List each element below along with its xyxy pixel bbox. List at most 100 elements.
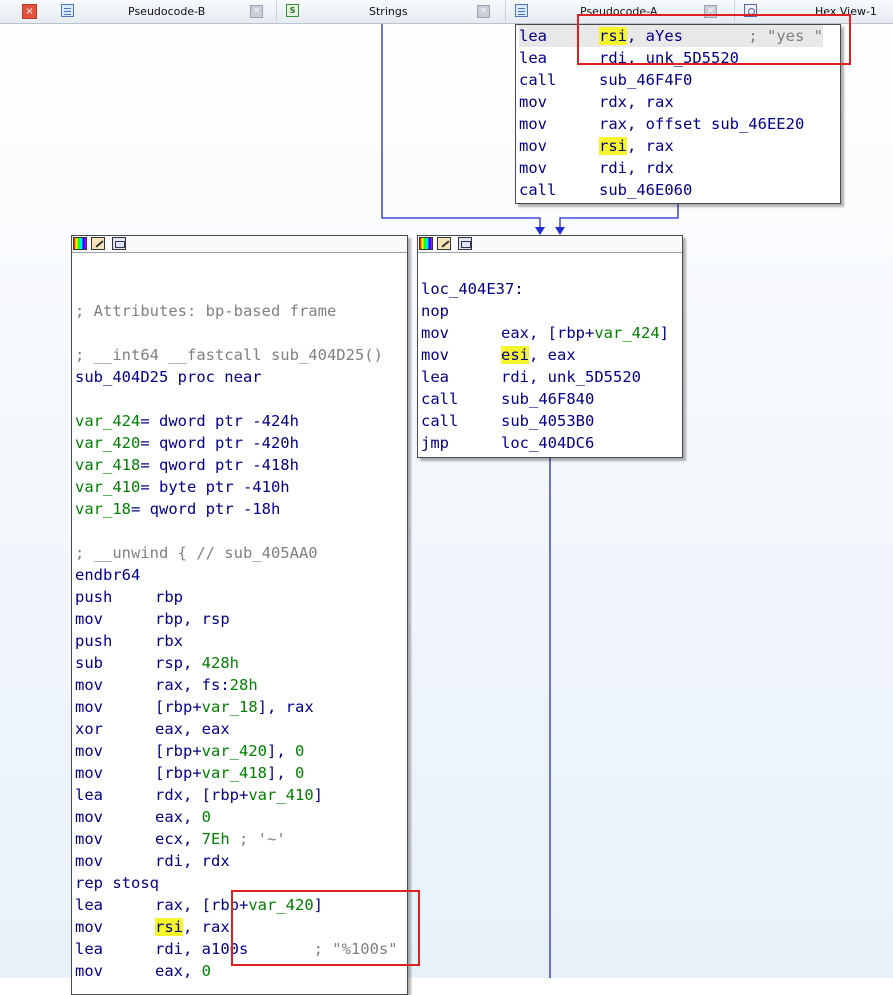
asm-line[interactable]: mov[rbp+var_418], 0 [75, 762, 398, 784]
asm-line[interactable] [75, 520, 398, 542]
asm-comment: ; __unwind { // sub_405AA0 [75, 544, 318, 562]
asm-operand-highlighted: esi [501, 346, 529, 364]
asm-line[interactable]: nop [421, 300, 669, 322]
doc-icon [61, 4, 74, 17]
asm-line[interactable]: ; __unwind { // sub_405AA0 [75, 542, 398, 564]
asm-line[interactable] [75, 322, 398, 344]
rename-pencil-icon[interactable] [91, 237, 105, 250]
asm-mnemonic: mov [421, 346, 449, 364]
edge-top-to-loc [559, 204, 679, 229]
asm-operand: , aYes [627, 27, 749, 45]
code-block-sub-404d25[interactable]: ; Attributes: bp-based frame ; __int64 __… [71, 235, 408, 995]
asm-line[interactable] [421, 256, 669, 278]
asm-line[interactable]: rep stosq [75, 872, 398, 894]
tab-strings[interactable]: S Strings × [277, 0, 506, 22]
asm-operand: rax, fs: [155, 676, 230, 694]
asm-operand: ], [267, 764, 295, 782]
graph-view-icon[interactable] [112, 237, 126, 250]
asm-text: = qword ptr -420h [140, 434, 299, 452]
asm-variable: 0 [295, 764, 305, 782]
asm-line[interactable] [75, 278, 398, 300]
asm-operand: rdi, unk_5D5520 [501, 368, 641, 386]
asm-operand: rbp, rsp [155, 610, 230, 628]
edge-arrowhead [555, 227, 565, 235]
asm-operand: ] [313, 896, 323, 914]
asm-comment: ; Attributes: bp-based frame [75, 302, 337, 320]
asm-operand: rax, offset sub_46EE20 [599, 115, 805, 133]
asm-operand: rdi, rdx [599, 159, 674, 177]
close-icon[interactable]: × [477, 5, 490, 18]
asm-line[interactable]: var_420= qword ptr -420h [75, 432, 398, 454]
rename-pencil-icon[interactable] [437, 237, 451, 250]
asm-line[interactable]: var_418= qword ptr -418h [75, 454, 398, 476]
asm-line[interactable]: mov[rbp+var_18], rax [75, 696, 398, 718]
asm-mnemonic: lea [519, 49, 547, 67]
color-palette-icon[interactable] [73, 237, 87, 250]
asm-comment: ; "yes " [748, 27, 823, 45]
asm-line[interactable]: var_18= qword ptr -18h [75, 498, 398, 520]
tab-pseudocode-b[interactable]: Pseudocode-B × [52, 0, 277, 22]
asm-mnemonic: push [75, 588, 113, 606]
asm-variable: var_418 [75, 456, 141, 474]
asm-operand-highlighted: rsi [599, 137, 627, 155]
asm-line[interactable] [75, 388, 398, 410]
asm-variable: 0 [201, 962, 212, 980]
asm-operand: ] [313, 786, 323, 804]
asm-operand: ecx, [155, 830, 202, 848]
asm-line[interactable]: ; __int64 __fastcall sub_404D25() [75, 344, 398, 366]
asm-line[interactable]: endbr64 [75, 564, 398, 586]
asm-variable: var_420 [75, 434, 141, 452]
asm-line[interactable] [75, 256, 398, 278]
asm-line[interactable]: var_424= dword ptr -424h [75, 410, 398, 432]
asm-line[interactable]: mov[rbp+var_420], 0 [75, 740, 398, 762]
tab-label: Pseudocode-B [128, 5, 206, 18]
asm-line[interactable]: mov rdi, rdx [519, 157, 823, 179]
graph-view-icon[interactable] [458, 237, 472, 250]
asm-line[interactable]: sub_404D25 proc near [75, 366, 398, 388]
doc-icon [515, 4, 528, 17]
asm-mnemonic: mov [519, 115, 547, 133]
color-palette-icon[interactable] [419, 237, 433, 250]
asm-mnemonic: call [519, 71, 557, 89]
asm-text: = dword ptr -424h [140, 412, 299, 430]
asm-mnemonic: mov [519, 159, 547, 177]
asm-operand: ], rax [257, 698, 314, 716]
asm-variable: var_424 [594, 324, 660, 342]
asm-line[interactable]: loc_404E37: [421, 278, 669, 300]
close-all-tabs-icon[interactable]: × [22, 4, 37, 19]
asm-line[interactable]: mov rax, offset sub_46EE20 [519, 113, 823, 135]
asm-line[interactable]: var_410= byte ptr -410h [75, 476, 398, 498]
annotation-box-100s [231, 890, 420, 966]
close-icon[interactable]: × [250, 5, 263, 18]
asm-line[interactable]: ; Attributes: bp-based frame [75, 300, 398, 322]
asm-operand: [rbp+ [155, 742, 202, 760]
